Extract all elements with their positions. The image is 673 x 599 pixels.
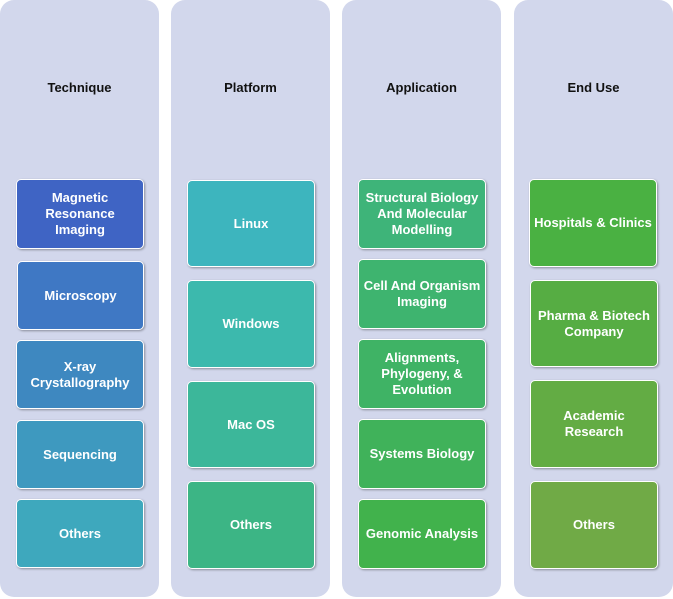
item-sequencing: Sequencing: [16, 420, 144, 489]
column-end-use: End Use Hospitals & Clinics Pharma & Bio…: [514, 0, 673, 597]
column-title: Application: [386, 80, 457, 95]
item-others: Others: [187, 481, 315, 569]
column-title: Technique: [47, 80, 112, 95]
item-pharma-and-biotech-company: Pharma & Biotech Company: [530, 280, 658, 367]
item-magnetic-resonance-imaging: Magnetic Resonance Imaging: [16, 179, 144, 249]
item-x-ray-crystallography: X-ray Crystallography: [16, 340, 144, 409]
column-application: Application Structural Biology And Molec…: [342, 0, 501, 597]
item-cell-and-organism-imaging: Cell And Organism Imaging: [358, 259, 486, 329]
item-windows: Windows: [187, 280, 315, 368]
item-genomic-analysis: Genomic Analysis: [358, 499, 486, 569]
column-technique: Technique Magnetic Resonance Imaging Mic…: [0, 0, 159, 597]
item-systems-biology: Systems Biology: [358, 419, 486, 489]
item-others: Others: [530, 481, 658, 569]
column-platform: Platform Linux Windows Mac OS Others: [171, 0, 330, 597]
item-linux: Linux: [187, 180, 315, 267]
item-microscopy: Microscopy: [17, 261, 144, 330]
item-mac-os: Mac OS: [187, 381, 315, 468]
item-academic-research: Academic Research: [530, 380, 658, 468]
item-hospitals-and-clinics: Hospitals & Clinics: [529, 179, 657, 267]
column-title: Platform: [224, 80, 277, 95]
column-title: End Use: [567, 80, 620, 95]
item-structural-biology: Structural Biology And Molecular Modelli…: [358, 179, 486, 249]
item-others: Others: [16, 499, 144, 568]
item-alignments-phylogeny-evolution: Alignments, Phylogeny, & Evolution: [358, 339, 486, 409]
